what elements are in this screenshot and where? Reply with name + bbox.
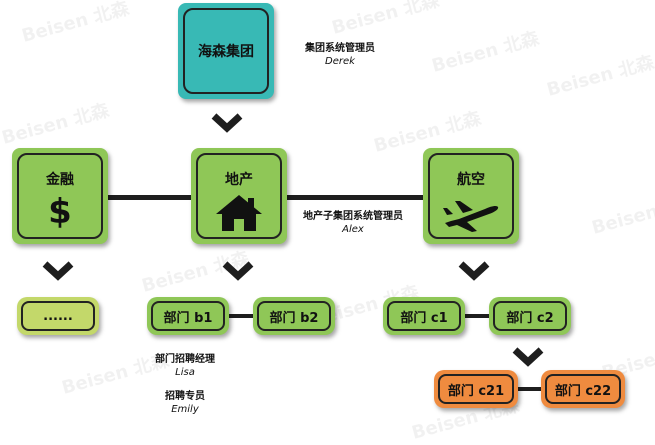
annotation-role: 部门招聘经理 [155,354,215,365]
node-realestate[interactable]: 地产 [191,148,287,244]
watermark: Beisen 北森 [19,0,132,47]
watermark: Beisen 北森 [329,0,442,39]
annotation-recruit-manager: 部门招聘经理 Lisa [135,353,235,379]
node-dept-c2-label: 部门 c2 [493,301,567,331]
node-dept-b1-label: 部门 b1 [151,301,225,331]
annotation-role: 招聘专员 [165,391,205,402]
node-aviation[interactable]: 航空 [423,148,519,244]
chevron-down-icon [42,261,74,281]
annotation-role: 集团系统管理员 [305,43,375,54]
annotation-person: Alex [342,224,364,235]
chevron-down-icon [222,261,254,281]
watermark: Beisen 北森 [589,190,655,239]
watermark: Beisen 北森 [429,28,542,77]
connector-c1-c2 [462,314,492,318]
house-icon [216,195,262,231]
node-dept-c21[interactable]: 部门 c21 [434,370,518,408]
node-group-label: 海森集团 [183,8,269,94]
annotation-sub-admin: 地产子集团系统管理员 Alex [288,210,418,236]
connector-finance-realestate [105,195,195,200]
connector-b1-b2 [228,314,256,318]
node-dept-c2[interactable]: 部门 c2 [489,297,571,335]
node-dept-c1[interactable]: 部门 c1 [383,297,465,335]
node-dept-c21-label: 部门 c21 [438,374,514,404]
node-dept-b2-label: 部门 b2 [257,301,331,331]
dollar-icon: $ [48,192,72,232]
node-ellipsis[interactable]: ...... [17,297,99,335]
chevron-down-icon [458,261,490,281]
annotation-person: Derek [325,56,355,67]
connector-realestate-aviation [285,195,430,200]
airplane-icon [443,201,499,232]
node-dept-b1[interactable]: 部门 b1 [147,297,229,335]
node-aviation-label: 航空 [457,172,485,188]
node-finance[interactable]: 金融 $ [12,148,108,244]
node-realestate-label: 地产 [225,172,253,188]
node-dept-c22[interactable]: 部门 c22 [541,370,625,408]
connector-c21-c22 [515,387,545,391]
node-dept-b2[interactable]: 部门 b2 [253,297,335,335]
node-dept-c1-label: 部门 c1 [387,301,461,331]
watermark: Beisen 北森 [0,100,112,149]
annotation-person: Emily [171,404,199,415]
watermark: Beisen 北森 [544,52,655,101]
node-group[interactable]: 海森集团 [178,3,274,99]
node-ellipsis-label: ...... [21,301,95,331]
chevron-down-icon [211,113,243,133]
annotation-role: 地产子集团系统管理员 [303,211,403,222]
annotation-person: Lisa [175,367,195,378]
annotation-recruit-specialist: 招聘专员 Emily [135,390,235,416]
chevron-down-icon [512,347,544,367]
node-finance-label: 金融 [46,172,74,188]
annotation-group-admin: 集团系统管理员 Derek [285,42,395,68]
node-dept-c22-label: 部门 c22 [545,374,621,404]
